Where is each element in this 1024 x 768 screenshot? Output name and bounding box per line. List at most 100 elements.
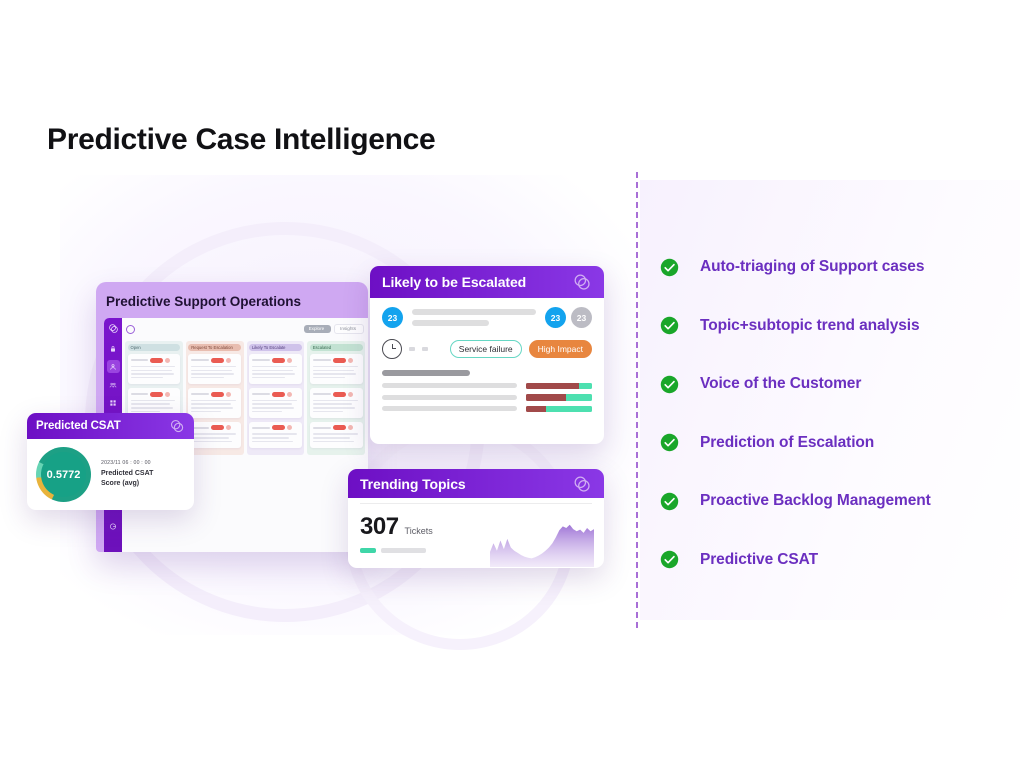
group-icon[interactable]	[107, 378, 120, 391]
feature-label: Topic+subtopic trend analysis	[700, 316, 920, 334]
clock-icon	[382, 339, 402, 359]
dashboard-title: Predictive Support Operations	[106, 294, 302, 309]
csat-timestamp: 2023/11 06 : 00 : 00	[101, 459, 151, 466]
kanban-board: Open Request To Escalation	[122, 337, 368, 459]
kanban-card[interactable]	[249, 388, 302, 418]
kanban-card[interactable]	[249, 421, 302, 448]
escalated-section-divider	[382, 370, 592, 376]
lock-icon[interactable]	[107, 342, 120, 355]
placeholder-block	[409, 347, 415, 351]
ticket-count-group: 307 Tickets	[360, 513, 592, 541]
tag-high-impact[interactable]: High Impact	[528, 340, 592, 358]
stat-row	[382, 405, 592, 412]
legend-placeholder-label	[381, 548, 426, 553]
person-icon[interactable]	[106, 360, 120, 373]
grid-icon[interactable]	[107, 396, 120, 409]
feature-item: Voice of the Customer	[660, 355, 1010, 414]
kanban-column-label: Request To Escalation	[188, 344, 241, 352]
card-title: Predicted CSAT	[36, 420, 121, 432]
card-header: Likely to be Escalated	[370, 266, 604, 298]
avatar-group: 23 23	[545, 307, 592, 328]
feature-item: Proactive Backlog Management	[660, 472, 1010, 531]
feature-label: Voice of the Customer	[700, 375, 862, 393]
card-body: 0.5772 2023/11 06 : 00 : 00 Predicted CS…	[27, 439, 194, 510]
feature-item: Auto-triaging of Support cases	[660, 238, 1010, 297]
check-circle-icon	[660, 258, 679, 277]
ticket-count-label: Tickets	[404, 526, 433, 536]
check-circle-icon	[660, 316, 679, 335]
overlapping-circles-logo-icon	[169, 418, 185, 434]
dashboard-toolbar: Explore Insights	[122, 318, 368, 337]
overlapping-circles-logo-icon	[572, 272, 592, 292]
tag-service-failure[interactable]: Service failure	[449, 340, 522, 358]
csat-metric-text: 2023/11 06 : 00 : 00 Predicted CSAT Scor…	[101, 460, 153, 490]
check-circle-icon	[660, 492, 679, 511]
kanban-column-escalated: Escalated	[307, 341, 365, 455]
check-circle-icon	[660, 550, 679, 569]
page-title: Predictive Case Intelligence	[47, 123, 436, 156]
stacked-bar	[526, 394, 592, 401]
kanban-column-label: Open	[127, 344, 181, 352]
escalated-stat-rows	[382, 382, 592, 412]
stat-row	[382, 382, 592, 389]
feature-label: Auto-triaging of Support cases	[700, 258, 925, 276]
feature-label: Prediction of Escalation	[700, 433, 875, 451]
check-circle-icon	[660, 375, 679, 394]
kanban-card[interactable]	[249, 354, 302, 385]
kanban-column-label: Escalated	[309, 344, 363, 352]
stacked-bar	[526, 405, 592, 412]
feature-item: Predictive CSAT	[660, 531, 1010, 590]
kanban-card[interactable]	[127, 354, 181, 385]
logo-icon	[107, 322, 120, 335]
kanban-card[interactable]	[188, 388, 241, 418]
card-body: 23 23 23 Service failure High Impact	[370, 298, 604, 427]
tab-insights[interactable]: Insights	[334, 323, 364, 335]
kanban-card[interactable]	[188, 354, 241, 385]
placeholder-text-lines	[412, 309, 536, 326]
card-body: 307 Tickets	[348, 503, 604, 568]
kanban-column-request-to-escalation: Request To Escalation	[185, 341, 244, 455]
toolbar-tabs: Explore Insights	[303, 323, 364, 335]
logout-icon[interactable]	[107, 520, 120, 533]
avatar-badge: 23	[571, 307, 592, 328]
csat-metric-line-1: Predicted CSAT	[101, 470, 154, 478]
card-header: Trending Topics	[348, 469, 604, 498]
tab-explore[interactable]: Explore	[303, 324, 332, 334]
help-icon[interactable]	[126, 324, 135, 334]
kanban-card[interactable]	[309, 388, 363, 418]
csat-metric-line-2: Score (avg)	[101, 480, 140, 488]
vertical-dashed-divider	[636, 172, 638, 628]
feature-item: Prediction of Escalation	[660, 414, 1010, 473]
feature-label: Predictive CSAT	[700, 550, 818, 568]
likely-to-be-escalated-card: Likely to be Escalated 23 23 23 Service …	[370, 266, 604, 444]
predicted-csat-card: Predicted CSAT 0.5772 2023/11 06 : 00 : …	[27, 413, 194, 510]
escalated-row-identity: 23 23 23	[382, 307, 592, 328]
ticket-count-value: 307	[360, 513, 399, 540]
check-circle-icon	[660, 433, 679, 452]
legend-swatch	[360, 548, 376, 553]
divider	[360, 503, 592, 504]
legend	[360, 548, 592, 553]
avatar-badge: 23	[382, 307, 403, 328]
trending-sparkline-chart	[490, 524, 594, 567]
avatar-badge: 23	[545, 307, 566, 328]
kanban-card[interactable]	[309, 354, 363, 385]
card-title: Trending Topics	[360, 475, 466, 492]
kanban-column-label: Likely To Escalate	[249, 344, 302, 352]
placeholder-block	[422, 347, 428, 351]
card-title: Likely to be Escalated	[382, 274, 527, 290]
stat-row	[382, 394, 592, 401]
card-header: Predicted CSAT	[27, 413, 194, 439]
stacked-bar	[526, 382, 592, 389]
kanban-card[interactable]	[188, 421, 241, 448]
kanban-card[interactable]	[309, 421, 363, 448]
escalated-row-tags: Service failure High Impact	[382, 339, 592, 359]
kanban-card[interactable]	[127, 388, 181, 418]
trending-topics-card: Trending Topics 307 Tickets	[348, 469, 604, 568]
kanban-column-likely-to-escalate: Likely To Escalate	[246, 341, 305, 455]
csat-donut-gauge: 0.5772	[36, 447, 91, 502]
feature-label: Proactive Backlog Management	[700, 492, 931, 510]
placeholder-heading-bar	[382, 370, 471, 376]
feature-item: Topic+subtopic trend analysis	[660, 297, 1010, 356]
